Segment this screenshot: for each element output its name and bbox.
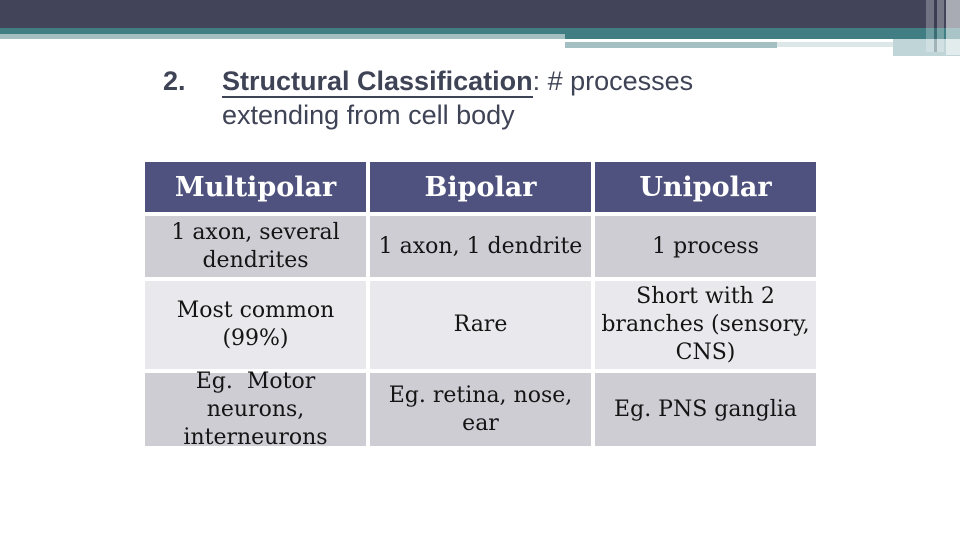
table-cell: 1 process xyxy=(595,216,816,277)
top-bar-teal xyxy=(0,28,960,34)
accent-white-line xyxy=(565,39,895,42)
title-number: 2. xyxy=(163,66,186,96)
top-bar-teal-right-extension xyxy=(565,34,960,39)
corner-stripe xyxy=(946,0,960,55)
slide-title: 2. Structural Classification: # processe… xyxy=(163,64,803,132)
table-cell: Rare xyxy=(370,281,591,369)
table-cell: Eg. retina, nose, ear xyxy=(370,373,591,446)
column-header-multipolar: Multipolar xyxy=(145,162,366,212)
accent-light-band xyxy=(565,42,777,48)
table-cell: Most common (99%) xyxy=(145,281,366,369)
table-cell: 1 axon, 1 dendrite xyxy=(370,216,591,277)
corner-stripe xyxy=(934,0,937,52)
top-bar-light xyxy=(0,34,960,39)
table-cell: 1 axon, several dendrites xyxy=(145,216,366,277)
column-header-bipolar: Bipolar xyxy=(370,162,591,212)
table-cell: Short with 2 branches (sensory, CNS) xyxy=(595,281,816,369)
table-cell: Eg. Motor neurons, interneurons xyxy=(145,369,366,450)
top-bar-dark xyxy=(0,0,960,28)
title-text: Structural Classification: # processes e… xyxy=(222,64,693,132)
title-emphasis: Structural Classification xyxy=(222,66,533,98)
title-rest: : # processes xyxy=(532,66,694,96)
column-header-unipolar: Unipolar xyxy=(595,162,816,212)
corner-accent-block xyxy=(893,39,960,56)
classification-table: Multipolar Bipolar Unipolar 1 axon, seve… xyxy=(145,162,816,450)
table-cell: Eg. PNS ganglia xyxy=(595,373,816,446)
accent-light-band-fade xyxy=(777,42,895,47)
corner-stripe xyxy=(926,0,934,52)
title-line2: extending from cell body xyxy=(222,100,515,130)
corner-stripe xyxy=(937,0,944,52)
